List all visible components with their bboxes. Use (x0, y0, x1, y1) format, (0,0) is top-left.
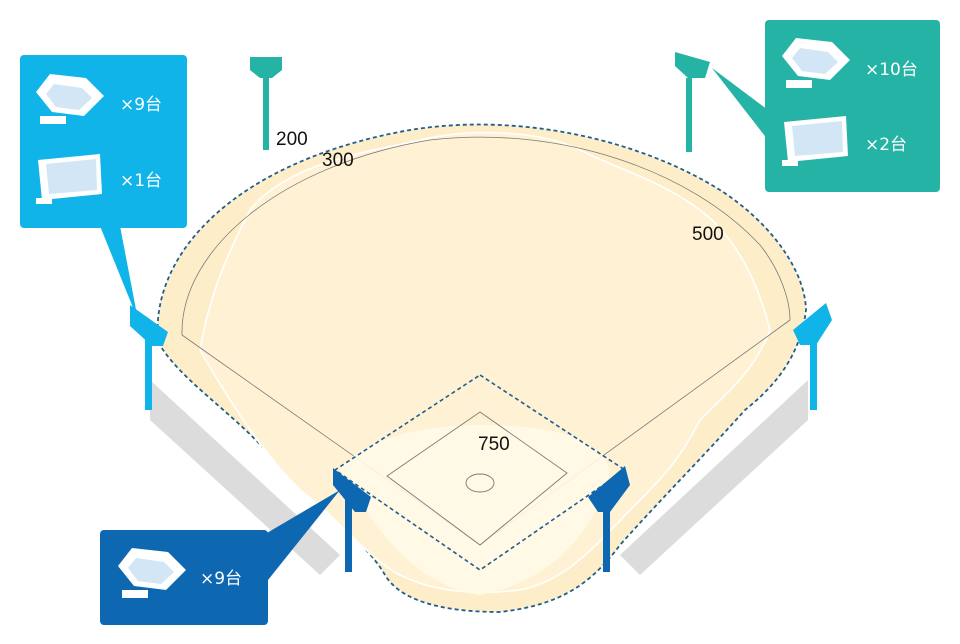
outfield-fence-line (181, 136, 791, 336)
callout-left-count-1: ×9台 (120, 95, 162, 115)
illuminance-label-300: 300 (322, 150, 354, 171)
panel-light-icon (36, 154, 102, 204)
callout-bottom-pointer (255, 490, 340, 580)
illuminance-label-500: 500 (692, 224, 724, 245)
tower-center-left (250, 57, 282, 150)
callout-bottom: ×9台 (100, 490, 340, 625)
callout-right-pointer (712, 68, 768, 140)
tower-first-base-side (333, 468, 371, 572)
callout-right: ×10台 ×2台 (712, 20, 940, 192)
callout-left-count-2: ×1台 (120, 171, 162, 191)
callout-right-count-2: ×2台 (865, 135, 907, 155)
pitchers-mound (465, 473, 495, 493)
infield-dashed-zone (333, 374, 627, 571)
tower-left-field (130, 305, 168, 410)
tower-right-field (793, 303, 832, 410)
infield-diamond (386, 411, 568, 546)
tower-third-base-side (588, 466, 630, 572)
illuminance-label-200: 200 (276, 129, 308, 150)
panel-light-icon (782, 116, 848, 166)
illuminance-label-750: 750 (478, 434, 510, 455)
callout-left-pointer (100, 226, 138, 320)
floodlight-icon (36, 74, 104, 124)
callout-left: ×9台 ×1台 (20, 55, 187, 320)
floodlight-icon (782, 38, 850, 88)
callout-bottom-count-1: ×9台 (200, 569, 242, 589)
tower-center-right (675, 52, 710, 152)
callout-right-count-1: ×10台 (865, 60, 918, 80)
callout-bottom-box (100, 530, 268, 625)
floodlight-icon (118, 548, 186, 598)
infield-glow (340, 425, 610, 595)
